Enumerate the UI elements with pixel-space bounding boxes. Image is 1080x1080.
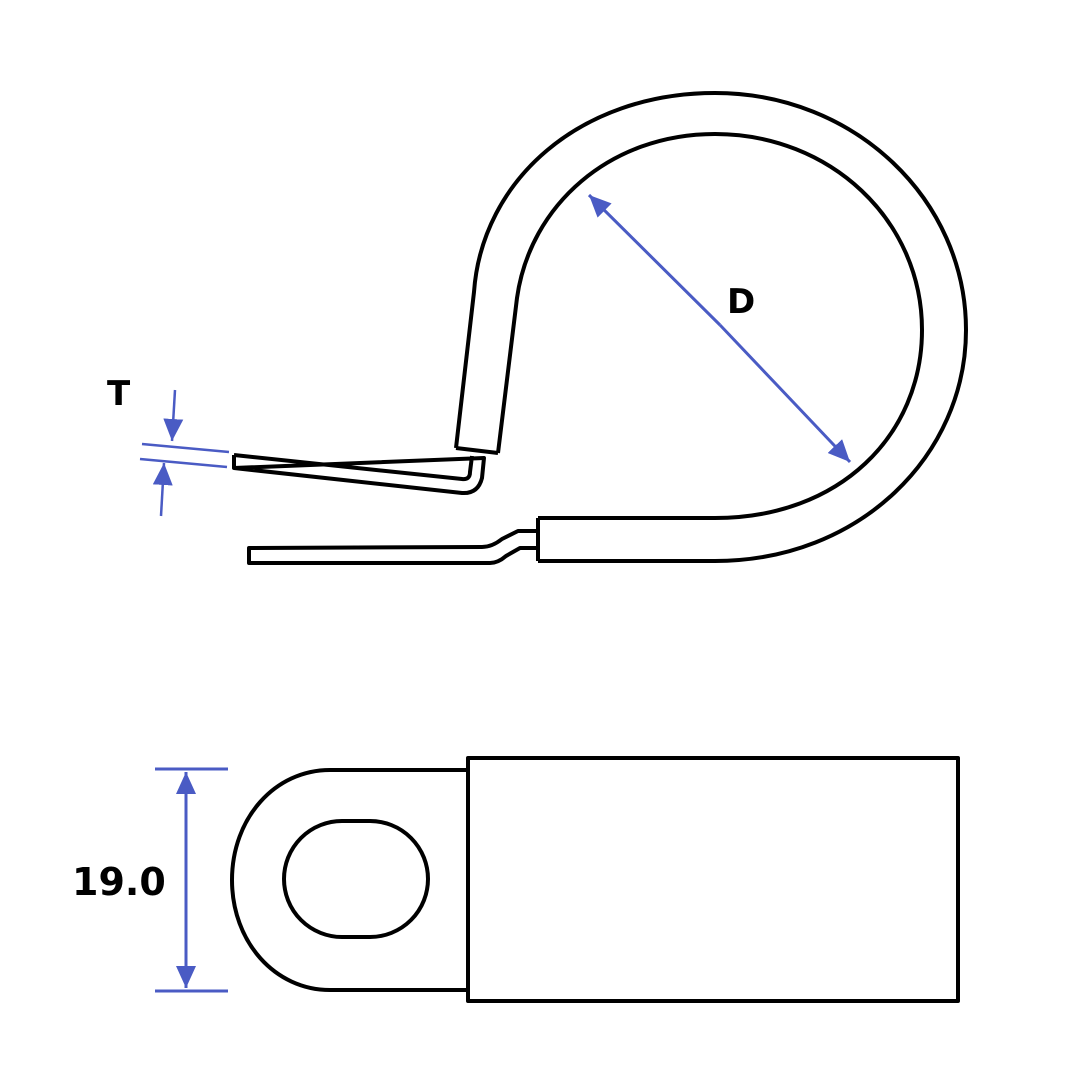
upper-end-cap	[455, 446, 499, 455]
lower-metal-band	[247, 529, 538, 565]
top-view	[230, 756, 960, 1003]
width-dimension	[155, 767, 228, 993]
diameter-label: D	[727, 282, 755, 322]
side-view	[232, 91, 968, 565]
clip-outer-loop	[454, 91, 968, 563]
thickness-dimension	[139, 389, 230, 517]
width-label: 19.0	[72, 860, 166, 904]
clip-inner-loop	[496, 132, 924, 520]
mounting-slot	[282, 819, 430, 939]
upper-metal-band	[232, 453, 486, 496]
band-rectangle	[466, 756, 960, 1003]
thickness-label: T	[107, 374, 131, 414]
mounting-lug	[230, 768, 468, 992]
diameter-dimension	[587, 193, 852, 464]
